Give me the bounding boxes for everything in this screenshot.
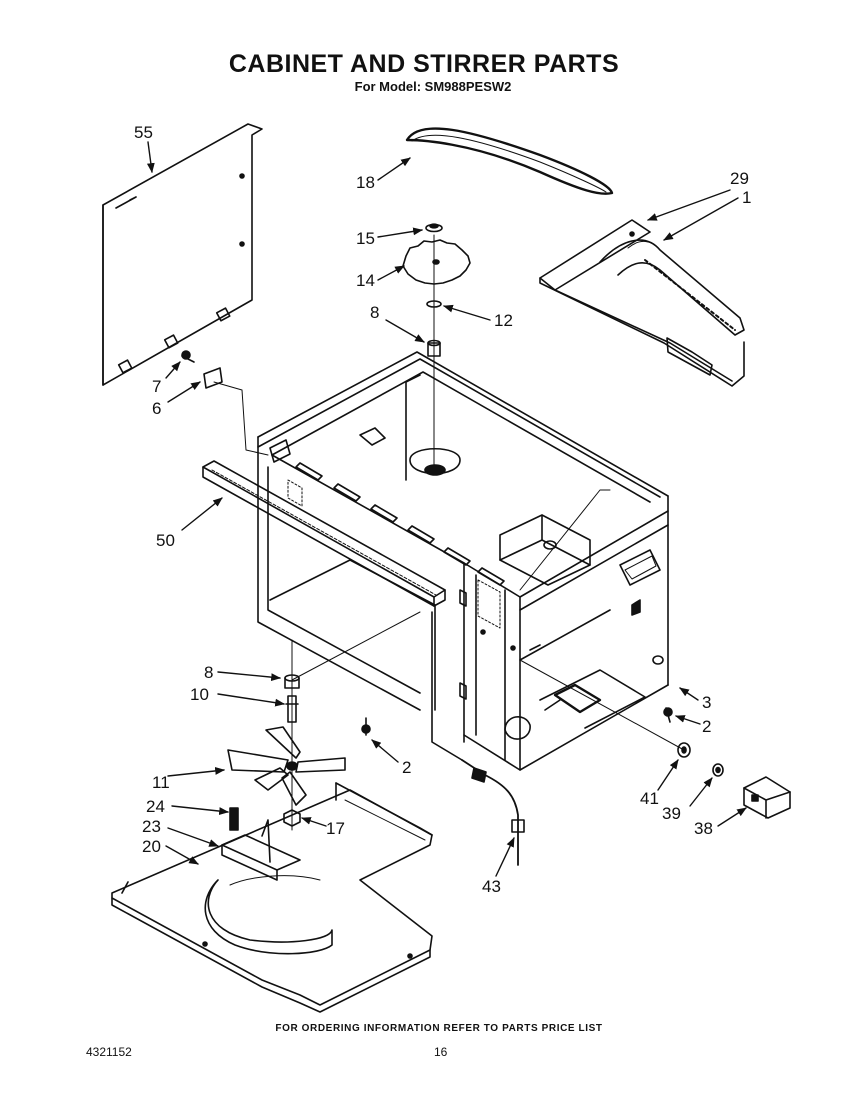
callout-12: 12 xyxy=(494,311,513,330)
callout-41: 41 xyxy=(640,789,659,808)
part-7-screw xyxy=(181,350,195,363)
ordering-note: FOR ORDERING INFORMATION REFER TO PARTS … xyxy=(275,1023,603,1034)
part-41-nut xyxy=(677,742,691,758)
callout-7: 7 xyxy=(152,377,161,396)
model-subtitle: For Model: SM988PESW2 xyxy=(354,79,512,94)
callout-2-right: 2 xyxy=(702,717,711,736)
callout-labels: 55 18 29 1 15 14 12 8 7 6 50 8 10 3 2 2 … xyxy=(134,123,751,896)
part-15-stirrer-retainer xyxy=(425,223,443,233)
part-2-screw-bottom xyxy=(361,717,371,736)
part-29-1-duct-assembly xyxy=(539,219,745,387)
callout-3: 3 xyxy=(702,693,711,712)
callout-55: 55 xyxy=(134,123,153,142)
part-38-terminal-block xyxy=(743,776,791,819)
callout-18: 18 xyxy=(356,173,375,192)
callout-15: 15 xyxy=(356,229,375,248)
part-20-base-plate xyxy=(111,782,433,1013)
part-24-pin xyxy=(229,807,239,831)
callout-43: 43 xyxy=(482,877,501,896)
callout-10: 10 xyxy=(190,685,209,704)
part-43-sensor-cable xyxy=(431,611,525,866)
callout-8-top: 8 xyxy=(370,303,379,322)
callout-8-bottom: 8 xyxy=(204,663,213,682)
part-55-back-panel xyxy=(102,123,263,386)
page-number: 16 xyxy=(434,1045,448,1059)
leader-arrows xyxy=(146,141,747,877)
page-title: CABINET AND STIRRER PARTS xyxy=(228,50,620,78)
callout-20: 20 xyxy=(142,837,161,856)
callout-38: 38 xyxy=(694,819,713,838)
part-39-washer xyxy=(712,763,724,777)
part-14-stirrer-blade xyxy=(402,239,471,285)
part-2-screw-right xyxy=(663,707,673,723)
callout-11: 11 xyxy=(152,773,170,792)
callout-17: 17 xyxy=(326,819,345,838)
document-number: 4321152 xyxy=(86,1045,132,1059)
callout-29: 29 xyxy=(730,169,749,188)
callout-14: 14 xyxy=(356,271,375,290)
part-17-nut xyxy=(283,809,301,827)
callout-2-bottom: 2 xyxy=(402,758,411,777)
part-18-belt xyxy=(405,127,614,195)
part-50-front-rail xyxy=(202,460,446,607)
callout-23: 23 xyxy=(142,817,161,836)
fastener-axis-line xyxy=(519,659,685,751)
callout-50: 50 xyxy=(156,531,175,550)
part-11-fan-blade xyxy=(227,726,346,806)
callout-6: 6 xyxy=(152,399,161,418)
callout-39: 39 xyxy=(662,804,681,823)
callout-24: 24 xyxy=(146,797,165,816)
part-6-bracket xyxy=(203,367,269,456)
callout-1: 1 xyxy=(742,188,751,207)
